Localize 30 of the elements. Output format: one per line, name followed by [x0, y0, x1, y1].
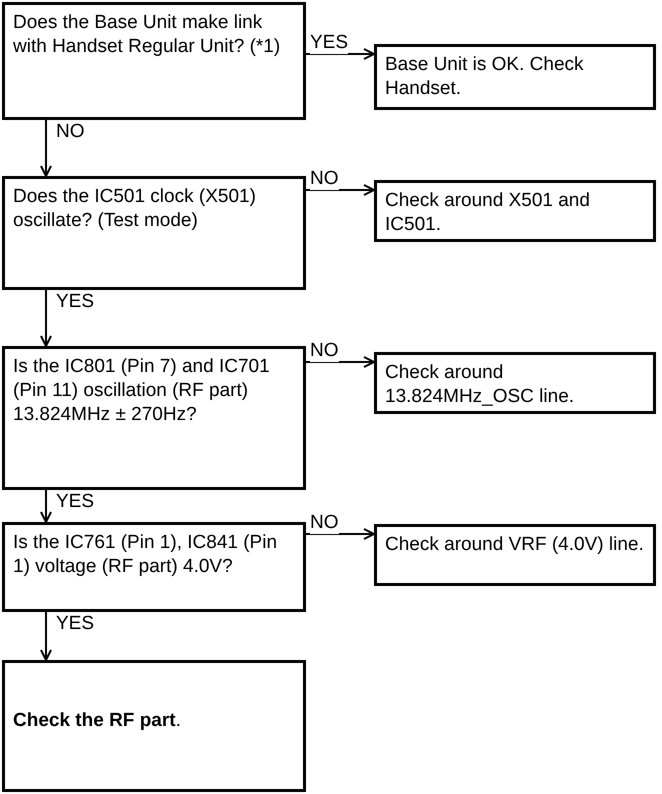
decision-box	[2, 346, 306, 490]
decision-box	[2, 522, 306, 612]
box-text: Does the Base Unit make link with Handset Regular Unit? (*1)	[13, 11, 282, 59]
action-box	[374, 352, 656, 414]
action-box	[374, 524, 656, 586]
box-text: Is the IC801 (Pin 7) and IC701 (Pin 11) oscillation (RF part) 13.824MHz ± 270Hz?	[13, 355, 271, 427]
action-box	[374, 180, 656, 242]
box-text: Check around 13.824MHz_OSC line.	[385, 361, 576, 409]
action-box	[2, 660, 306, 792]
edge-label: YES	[310, 32, 348, 54]
arrow	[40, 612, 52, 661]
arrow	[40, 290, 52, 347]
edge-label: NO	[310, 340, 338, 362]
box-text: Check around VRF (4.0V) line.	[385, 533, 645, 557]
box-text: Base Unit is OK. Check Handset.	[385, 53, 585, 101]
box-text: Check the RF part.	[13, 709, 182, 733]
arrow	[306, 48, 375, 60]
edge-label: NO	[310, 512, 338, 534]
arrow	[40, 490, 52, 523]
decision-box	[2, 176, 306, 290]
action-box	[374, 44, 656, 110]
arrow	[306, 184, 375, 196]
box-text: Does the IC501 clock (X501) oscillate? (Test mode)	[13, 185, 257, 233]
arrow	[40, 120, 52, 177]
box-text: Check around X501 and IC501.	[385, 189, 591, 237]
decision-box	[2, 2, 306, 120]
edge-label: NO	[310, 168, 338, 190]
arrow	[306, 356, 375, 368]
box-text: Is the IC761 (Pin 1), IC841 (Pin 1) voltage (RF part) 4.0V?	[13, 531, 278, 579]
arrow	[306, 528, 375, 540]
